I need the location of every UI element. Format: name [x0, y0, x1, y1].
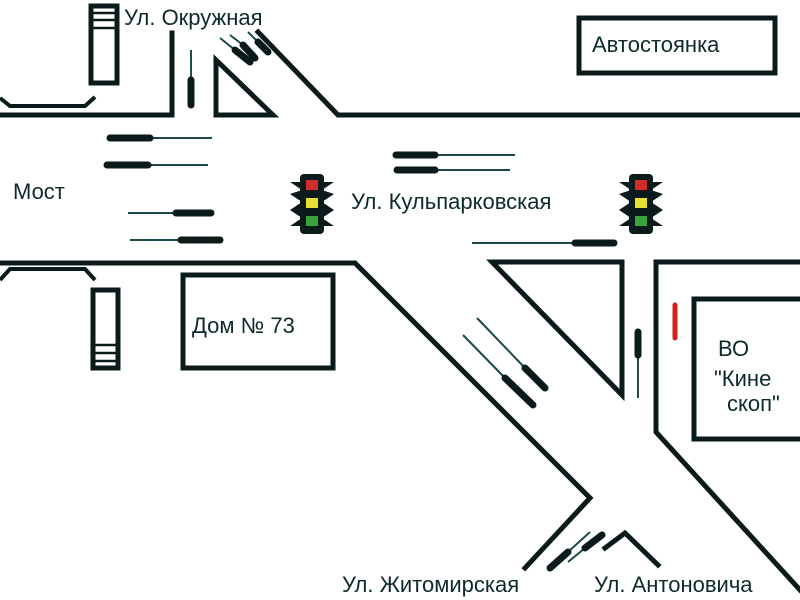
traffic-island-right	[486, 259, 625, 402]
label-zhytomyrska: Ул. Житомирская	[342, 572, 519, 597]
vehicle	[462, 334, 537, 409]
vehicle	[476, 317, 549, 392]
label-vo-line2: "Кине	[714, 366, 771, 391]
vehicle	[247, 31, 272, 56]
traffic-light-right-icon	[619, 174, 663, 234]
road-edge-top-right	[254, 28, 800, 118]
label-parking: Автостоянка	[592, 32, 720, 57]
label-house-73: Дом № 73	[192, 313, 295, 338]
label-kulparkovskaya: Ул. Кульпарковская	[351, 189, 551, 214]
building-bottom-left	[90, 287, 121, 371]
bridge-railing-bottom	[0, 267, 97, 282]
traffic-light-left-icon	[290, 174, 334, 234]
label-bridge: Мост	[13, 179, 65, 204]
vo-kineskop-box	[691, 296, 800, 442]
label-antonovycha: Ул. Антоновича	[594, 572, 753, 597]
bridge-railing-top	[0, 95, 97, 108]
label-vo-line1: ВО	[718, 336, 749, 361]
label-vo-line3: скоп"	[727, 391, 780, 416]
road-edge-bottom-corner	[601, 529, 662, 569]
vehicle	[229, 34, 259, 62]
road-edge-bottom-left	[0, 260, 594, 572]
vehicles	[103, 31, 642, 572]
label-okruzhnaya: Ул. Окружная	[124, 5, 263, 30]
road-edges	[0, 28, 800, 594]
road-edge-right	[653, 259, 800, 594]
vehicle	[567, 531, 606, 563]
parking-box	[576, 15, 778, 76]
house-73-box	[180, 272, 336, 371]
vehicle	[546, 531, 591, 572]
traffic-island-top	[213, 54, 280, 118]
vehicle	[219, 37, 254, 66]
road-edge-top-left	[0, 30, 175, 118]
building-top-left	[88, 3, 120, 86]
